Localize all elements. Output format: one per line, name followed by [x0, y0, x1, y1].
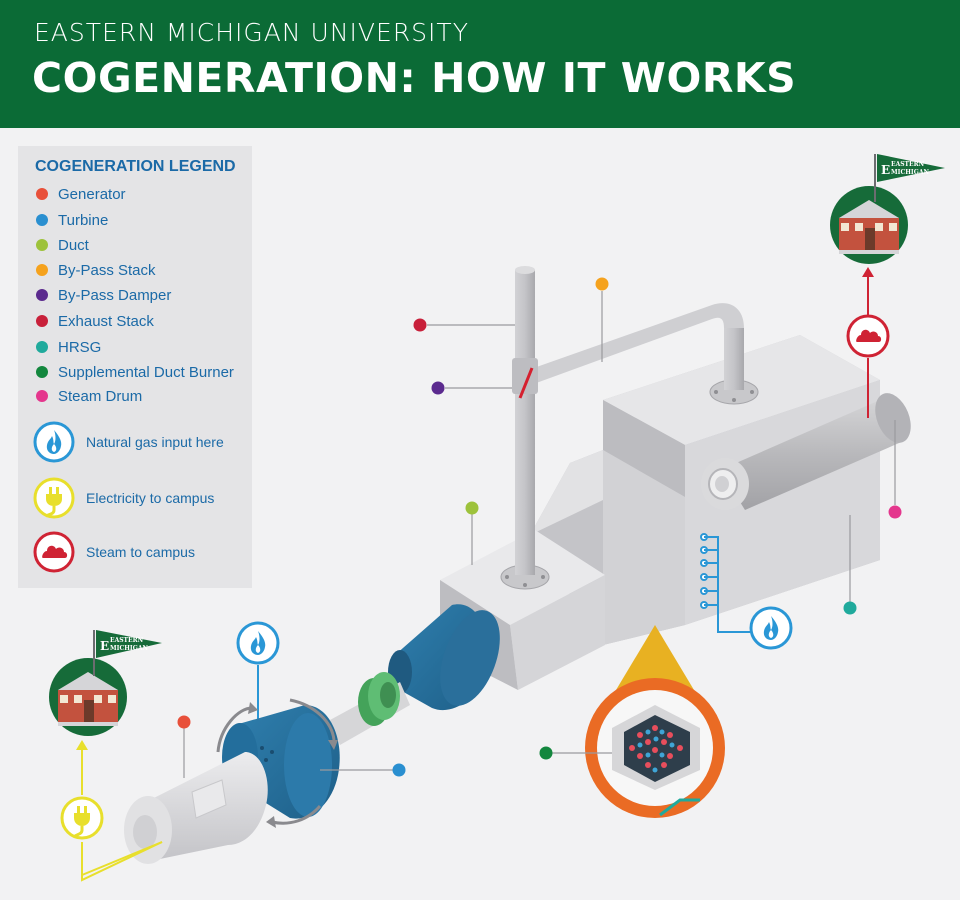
duct-inlet-cone — [388, 604, 500, 711]
flame-icon — [749, 606, 793, 650]
hrsg-dot — [36, 341, 48, 353]
duct-burner-callout — [585, 625, 725, 818]
hrsg-marker — [843, 601, 857, 615]
bypass-damper-dot — [36, 289, 48, 301]
steam-cloud-icon — [846, 314, 890, 358]
steam-drum-marker — [888, 505, 902, 519]
legend-item-steam-drum: Steam Drum — [36, 386, 142, 406]
duct-burner-dot — [36, 366, 48, 378]
callout-lines — [183, 291, 896, 778]
legend-item-duct: Duct — [36, 235, 89, 255]
legend-label: Generator — [58, 185, 126, 203]
duct-marker — [465, 501, 479, 515]
legend-item-electricity: Electricity to campus — [32, 476, 214, 520]
legend-item-duct-burner: Supplemental Duct Burner — [36, 362, 234, 382]
eastern-michigan-flag: E EASTERN MICHIGAN — [874, 154, 945, 202]
plug-icon — [60, 796, 104, 840]
legend-label: Duct — [58, 236, 89, 254]
duct-dot — [36, 239, 48, 251]
turbine-marker — [392, 763, 406, 777]
flag-letter: E — [100, 639, 109, 653]
generator-dot — [36, 188, 48, 200]
campus-building-icon — [830, 186, 908, 264]
flame-icon — [236, 621, 280, 665]
legend-label: By-Pass Damper — [58, 286, 172, 304]
header-banner: EASTERN MICHIGAN UNIVERSITY COGENERATION… — [0, 0, 960, 128]
flame-icon — [33, 421, 75, 463]
exhaust-stack — [500, 266, 550, 590]
steam-drum — [701, 393, 911, 510]
bypass-pipe — [528, 303, 759, 405]
campus-building-icon — [49, 658, 127, 736]
gas-lines — [257, 533, 750, 720]
legend-label: Electricity to campus — [86, 490, 215, 506]
legend-item-hrsg: HRSG — [36, 337, 101, 357]
institution-name: EASTERN MICHIGAN UNIVERSITY — [34, 18, 469, 47]
flag-line2: MICHIGAN — [110, 645, 148, 652]
steam-drum-dot — [36, 390, 48, 402]
legend-label: Exhaust Stack — [58, 312, 154, 330]
legend-label: HRSG — [58, 338, 102, 356]
legend-item-bypass-damper: By-Pass Damper — [36, 285, 171, 305]
flag-line1: EASTERN — [891, 161, 925, 168]
turbine-dot — [36, 214, 48, 226]
page-title: COGENERATION: HOW IT WORKS — [32, 54, 797, 102]
legend-label: Supplemental Duct Burner — [58, 363, 234, 381]
legend-label: Steam Drum — [58, 387, 143, 405]
legend-label: By-Pass Stack — [58, 261, 156, 279]
legend-label: Turbine — [58, 211, 109, 229]
legend-item-generator: Generator — [36, 184, 126, 204]
flag-letter: E — [881, 163, 890, 177]
eastern-michigan-flag: E EASTERN MICHIGAN — [93, 630, 162, 676]
legend-item-natural-gas: Natural gas input here — [32, 420, 224, 464]
generator-marker — [177, 715, 191, 729]
transition-duct — [530, 450, 685, 645]
legend-panel: COGENERATION LEGEND Generator Turbine Du… — [18, 146, 252, 588]
duct-burner-marker — [539, 746, 553, 760]
plug-icon — [33, 477, 75, 519]
generator — [124, 752, 268, 864]
flag-line1: EASTERN — [110, 637, 144, 644]
exhaust-stack-marker — [413, 318, 427, 332]
legend-title: COGENERATION LEGEND — [35, 158, 236, 175]
legend-label: Natural gas input here — [86, 434, 224, 450]
bypass-damper — [518, 367, 534, 399]
bypass-stack-marker — [595, 277, 609, 291]
steam-cloud-icon — [33, 531, 75, 573]
legend-item-bypass-stack: By-Pass Stack — [36, 260, 156, 280]
legend-item-exhaust-stack: Exhaust Stack — [36, 311, 154, 331]
electricity-path — [76, 740, 163, 882]
legend-item-steam: Steam to campus — [32, 530, 195, 574]
flag-line2: MICHIGAN — [891, 169, 929, 176]
steam-path — [862, 267, 874, 418]
bypass-damper-marker — [431, 381, 445, 395]
bypass-stack-dot — [36, 264, 48, 276]
legend-item-turbine: Turbine — [36, 210, 108, 230]
cogeneration-diagram: E EASTERN MICHIGAN E EASTERN MICHIGAN — [49, 154, 945, 882]
legend-label: Steam to campus — [86, 544, 195, 560]
exhaust-stack-dot — [36, 315, 48, 327]
shaft-coupling — [330, 672, 410, 745]
